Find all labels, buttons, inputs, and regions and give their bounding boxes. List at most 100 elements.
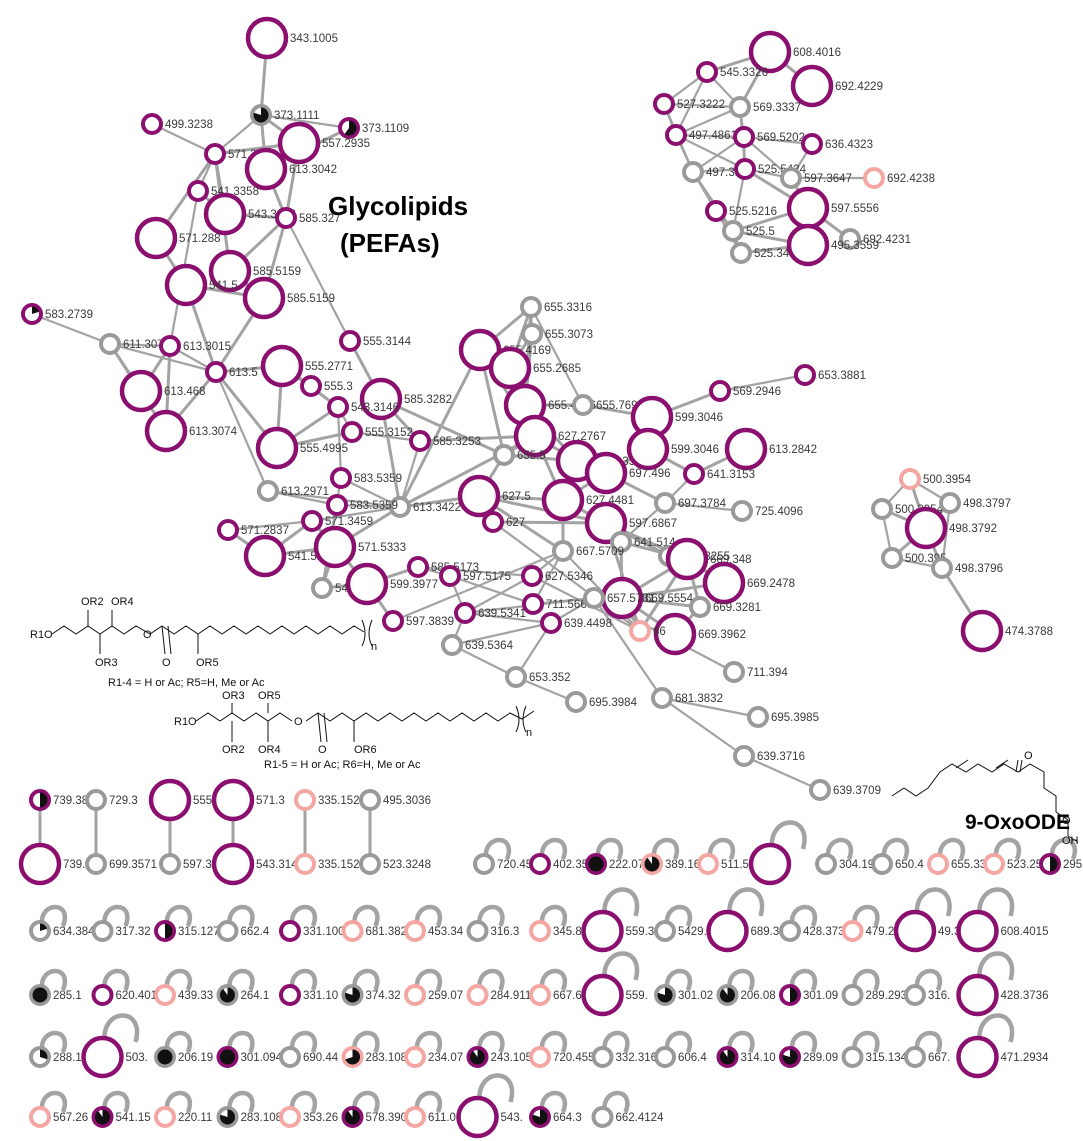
node-label: 599.3046 bbox=[671, 444, 719, 456]
network-node: 627.5346 bbox=[521, 565, 593, 587]
network-node: 301.02 bbox=[654, 984, 713, 1006]
node-circle bbox=[841, 1046, 864, 1068]
node-circle bbox=[144, 409, 188, 453]
node-label: 583.5359 bbox=[354, 473, 402, 485]
network-node: 283.1085 bbox=[216, 1106, 288, 1128]
node-label: 655.5 bbox=[517, 450, 546, 462]
node-label: 657.5781 bbox=[607, 593, 655, 605]
node-circle bbox=[482, 511, 504, 533]
s2-or6: OR6 bbox=[354, 744, 377, 756]
network-node: 206.08 bbox=[716, 984, 776, 1006]
network-node: 641.3153 bbox=[683, 463, 755, 485]
network-node: 301.09 bbox=[779, 984, 838, 1006]
network-node: 689.3 bbox=[706, 909, 779, 953]
self-loop bbox=[352, 1090, 380, 1113]
network-edge bbox=[336, 405, 343, 480]
network-edge bbox=[310, 505, 402, 523]
node-label: 243.1058 bbox=[491, 1052, 539, 1064]
node-circle bbox=[279, 1106, 301, 1128]
self-loop bbox=[789, 904, 818, 927]
network-node: 66 bbox=[629, 620, 666, 642]
node-label: 500.3954 bbox=[923, 474, 972, 486]
self-loop bbox=[164, 1030, 193, 1053]
self-loop bbox=[727, 1030, 755, 1053]
self-loop bbox=[914, 887, 952, 917]
node-circle bbox=[404, 1046, 426, 1068]
node-label: 697.496 bbox=[629, 468, 671, 480]
node-label: 541.5 bbox=[209, 280, 238, 292]
node-label: 597.3839 bbox=[406, 616, 454, 628]
network-node: 220.11 bbox=[154, 1106, 212, 1128]
network-node: 571.2837 bbox=[217, 519, 289, 541]
node-label: 627.5 bbox=[502, 491, 531, 503]
node-circle bbox=[779, 920, 801, 942]
node-circle bbox=[339, 330, 361, 352]
node-label: 681.3832 bbox=[675, 693, 723, 705]
node-label: 641.3153 bbox=[707, 469, 755, 481]
node-circle bbox=[488, 346, 532, 390]
node-circle bbox=[211, 778, 255, 822]
node-label: 639.5364 bbox=[465, 640, 514, 652]
network-node: 692.4238 bbox=[863, 167, 935, 189]
node-label: 525.5 bbox=[746, 226, 775, 238]
node-pie-slice bbox=[344, 1109, 360, 1125]
node-label: 669.3281 bbox=[713, 602, 761, 614]
network-edge bbox=[674, 133, 747, 171]
network-node: 599.3046 bbox=[626, 427, 719, 471]
self-loop bbox=[352, 1030, 380, 1053]
network-node: 657.5781 bbox=[583, 587, 655, 609]
self-loop bbox=[769, 820, 807, 850]
network-node: 578.3905 bbox=[341, 1106, 413, 1128]
network-node: 439.33 bbox=[154, 984, 213, 1006]
node-circle bbox=[327, 396, 349, 418]
network-edge bbox=[674, 105, 742, 137]
node-circle bbox=[505, 666, 527, 688]
network-node: 234.07 bbox=[404, 1046, 463, 1068]
node-circle bbox=[300, 375, 322, 397]
node-circle bbox=[572, 394, 594, 416]
network-node: 613.5 bbox=[205, 361, 258, 383]
node-circle bbox=[208, 249, 252, 293]
network-edge bbox=[416, 565, 534, 578]
network-node: 613.3015 bbox=[159, 335, 231, 357]
node-label: 374.32 bbox=[366, 990, 401, 1002]
node-label: 289.2938 bbox=[866, 990, 914, 1002]
network-node: 555.3 bbox=[300, 375, 353, 397]
network-edge bbox=[592, 596, 664, 700]
network-node: 627.5 bbox=[457, 474, 531, 518]
self-loop bbox=[414, 1030, 443, 1053]
network-edge bbox=[662, 102, 742, 109]
node-label: 599.3046 bbox=[675, 412, 723, 424]
node-circle bbox=[18, 842, 62, 886]
node-circle bbox=[786, 186, 830, 230]
node-circle bbox=[581, 909, 624, 953]
node-circle bbox=[245, 16, 289, 60]
node-circle bbox=[216, 920, 239, 942]
network-node: 555.2771 bbox=[260, 344, 353, 388]
network-node: 569.3337 bbox=[729, 96, 801, 118]
node-label: 585.3282 bbox=[404, 394, 452, 406]
node-circle bbox=[187, 180, 209, 202]
network-node: 343.1005 bbox=[245, 16, 338, 60]
node-circle bbox=[747, 706, 769, 728]
node-circle bbox=[457, 474, 501, 518]
self-loop bbox=[289, 904, 318, 927]
network-node: 613.468 bbox=[119, 369, 206, 413]
node-circle bbox=[279, 920, 301, 942]
s2-ester-o: O bbox=[294, 716, 303, 728]
s1-or3: OR3 bbox=[95, 657, 118, 669]
node-label: 295.2271 bbox=[1063, 859, 1083, 871]
node-label: 585.5159 bbox=[253, 266, 301, 278]
node-circle bbox=[683, 463, 705, 485]
node-pie-slice bbox=[40, 923, 48, 931]
node-pie-slice bbox=[157, 1049, 173, 1065]
node-label: 439.33 bbox=[178, 990, 213, 1002]
node-pie-slice bbox=[40, 1049, 48, 1060]
s1-or2: OR2 bbox=[81, 596, 104, 608]
node-label: 627.2767 bbox=[558, 431, 606, 443]
network-node: 316.3 bbox=[466, 920, 519, 942]
node-circle bbox=[927, 853, 949, 875]
node-circle bbox=[871, 853, 893, 875]
network-edge bbox=[398, 434, 537, 509]
node-circle bbox=[653, 612, 697, 656]
